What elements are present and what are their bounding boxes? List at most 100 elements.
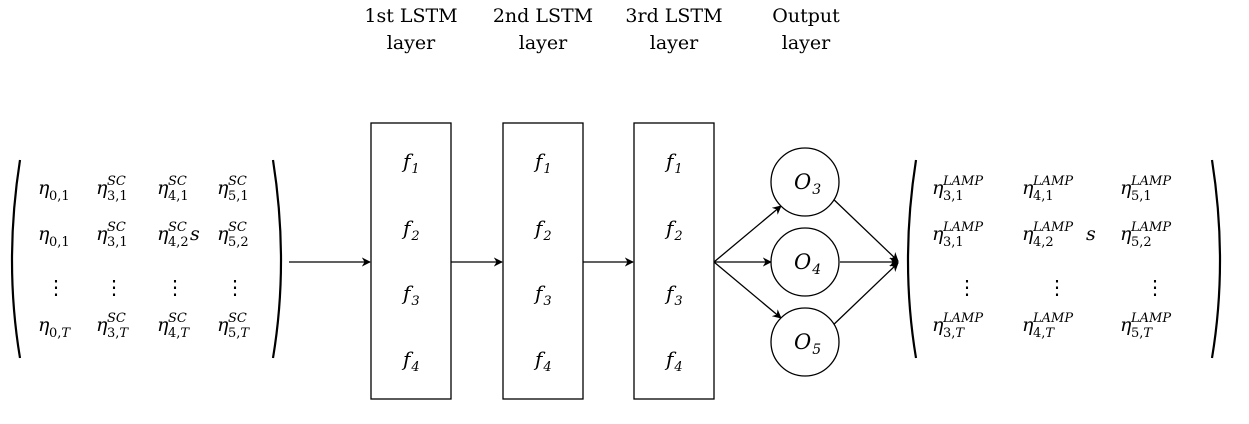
lstm-1-unit-2: f2 xyxy=(401,216,420,244)
lstm-2-unit-1: f1 xyxy=(533,149,552,177)
input-right-paren xyxy=(271,159,283,359)
input-vdots-c3: ⋮ xyxy=(165,275,185,299)
input-cell-r2-c2-sup: SC xyxy=(107,220,126,235)
output-cell-r1-c1-sub: 3,1 xyxy=(943,189,964,204)
lstm-layer-1-box xyxy=(370,122,452,400)
input-cell-r2-c4: η xyxy=(217,223,229,245)
output-cell-r3-c1: η xyxy=(932,314,944,336)
header-4-line1: Output xyxy=(772,5,840,27)
input-cell-r3-c4: η xyxy=(217,314,229,336)
lstm-3-unit-1: f1 xyxy=(664,149,683,177)
input-cell-r1-c4: η xyxy=(217,177,229,199)
input-cell-r3-c2-sub: 3,T xyxy=(107,326,129,341)
output-cell-r2-c3: η xyxy=(1120,223,1132,245)
output-right-paren xyxy=(1210,159,1222,359)
input-cell-r1-c3: η xyxy=(157,177,169,199)
lstm-1-unit-1: f1 xyxy=(401,149,420,177)
output-node-o3-circle xyxy=(770,147,840,217)
input-cell-r1-c3-sup: SC xyxy=(168,174,187,189)
header-4-line2: layer xyxy=(782,32,831,54)
header-2-line2: layer xyxy=(519,32,568,54)
input-vdots-c1: ⋮ xyxy=(46,275,66,299)
output-cell-r1-c1: η xyxy=(932,177,944,199)
arrow-o5-to-output xyxy=(828,262,899,330)
input-cell-r3-c2: η xyxy=(96,314,108,336)
lstm-layer-3-box xyxy=(633,122,715,400)
lstm-3-unit-3: f3 xyxy=(664,281,683,309)
output-cell-r3-c1-sub: 3,T xyxy=(943,326,965,341)
output-cell-r3-c3-sup: LAMP xyxy=(1130,311,1171,326)
output-cell-r1-c2-sup: LAMP xyxy=(1032,174,1073,189)
output-node-o3-label: O3 xyxy=(794,170,821,198)
header-2-line1: 2nd LSTM xyxy=(493,5,593,27)
input-cell-r3-c1: η xyxy=(38,314,50,336)
output-cell-r1-c1-sup: LAMP xyxy=(942,174,983,189)
input-cell-r3-c1-sub: 0,T xyxy=(49,326,71,341)
input-cell-r1-c2: η xyxy=(96,177,108,199)
input-vdots-c4: ⋮ xyxy=(225,275,245,299)
output-left-paren xyxy=(906,159,918,359)
output-vdots-c3: ⋮ xyxy=(1145,275,1165,299)
input-cell-r3-c2-sup: SC xyxy=(107,311,126,326)
input-cell-r2-c1-sub: 0,1 xyxy=(49,235,70,250)
connections xyxy=(289,194,899,330)
arrow-o3-to-output xyxy=(828,194,899,262)
output-cell-r3-c3-sub: 5,T xyxy=(1131,326,1153,341)
input-cell-r1-c3-sub: 4,1 xyxy=(168,189,189,204)
output-cell-r2-c3-sub: 5,2 xyxy=(1131,235,1152,250)
output-cell-r3-c2: η xyxy=(1022,314,1034,336)
output-cell-r3-c2-sub: 4,T xyxy=(1033,326,1055,341)
input-cell-r1-c2-sup: SC xyxy=(107,174,126,189)
output-vdots-c2: ⋮ xyxy=(1047,275,1067,299)
output-cell-r2-c1: η xyxy=(932,223,944,245)
input-cell-r1-c4-sup: SC xyxy=(228,174,247,189)
input-vdots-c2: ⋮ xyxy=(104,275,124,299)
arrow-lstm3-to-o5 xyxy=(713,261,782,319)
input-cell-r2-c2: η xyxy=(96,223,108,245)
output-vdots-c1: ⋮ xyxy=(957,275,977,299)
output-node-o4-circle xyxy=(770,227,840,297)
header-1-line1: 1st LSTM xyxy=(364,5,457,27)
lstm-2-unit-2: f2 xyxy=(533,216,552,244)
lstm-1-unit-3: f3 xyxy=(401,281,420,309)
lstm-2-unit-3: f3 xyxy=(533,281,552,309)
output-cell-r3-c2-sup: LAMP xyxy=(1032,311,1073,326)
lstm-3-unit-4: f4 xyxy=(664,347,683,375)
lstm-layer-2-box xyxy=(502,122,584,400)
layer-headers: 1st LSTM layer 2nd LSTM layer 3rd LSTM l… xyxy=(364,5,840,54)
input-cell-r1-c1: η xyxy=(38,177,50,199)
input-cell-r3-c3: η xyxy=(157,314,169,336)
output-cell-r3-c3: η xyxy=(1120,314,1132,336)
output-node-o5-label: O5 xyxy=(794,330,821,358)
output-node-o4-label: O4 xyxy=(794,250,821,278)
input-cell-r2-c3: η xyxy=(157,223,169,245)
output-cell-r2-c2: η xyxy=(1022,223,1034,245)
header-3-line1: 3rd LSTM xyxy=(625,5,722,27)
output-cell-r1-c2: η xyxy=(1022,177,1034,199)
lstm-2-unit-4: f4 xyxy=(533,347,552,375)
input-cell-r3-c4-sup: SC xyxy=(228,311,247,326)
input-cell-r2-c3-sub: 4,2 xyxy=(168,235,189,250)
input-cell-r2-c1: η xyxy=(38,223,50,245)
input-cell-r2-c2-sub: 3,1 xyxy=(107,235,128,250)
header-1-line2: layer xyxy=(387,32,436,54)
input-cell-r1-c1-sub: 0,1 xyxy=(49,189,70,204)
output-cell-r2-c2-sub: 4,2 xyxy=(1033,235,1054,250)
input-cell-r2-c4-sub: 5,2 xyxy=(228,235,249,250)
output-cell-r1-c3: η xyxy=(1120,177,1132,199)
output-cell-r3-c1-sup: LAMP xyxy=(942,311,983,326)
input-cell-r1-c2-sub: 3,1 xyxy=(107,189,128,204)
output-cell-r2-c2-sup: LAMP xyxy=(1032,220,1073,235)
output-cell-r1-c2-sub: 4,1 xyxy=(1033,189,1054,204)
input-cell-r2-c3-trail: s xyxy=(190,223,200,245)
output-cell-r2-c1-sup: LAMP xyxy=(942,220,983,235)
input-cell-r3-c3-sup: SC xyxy=(168,311,187,326)
output-cell-r2-c2-trail: s xyxy=(1086,223,1096,245)
input-cell-r2-c3-sup: SC xyxy=(168,220,187,235)
output-node-o5-circle xyxy=(770,307,840,377)
output-cell-r2-c3-sup: LAMP xyxy=(1130,220,1171,235)
output-cell-r1-c3-sup: LAMP xyxy=(1130,174,1171,189)
